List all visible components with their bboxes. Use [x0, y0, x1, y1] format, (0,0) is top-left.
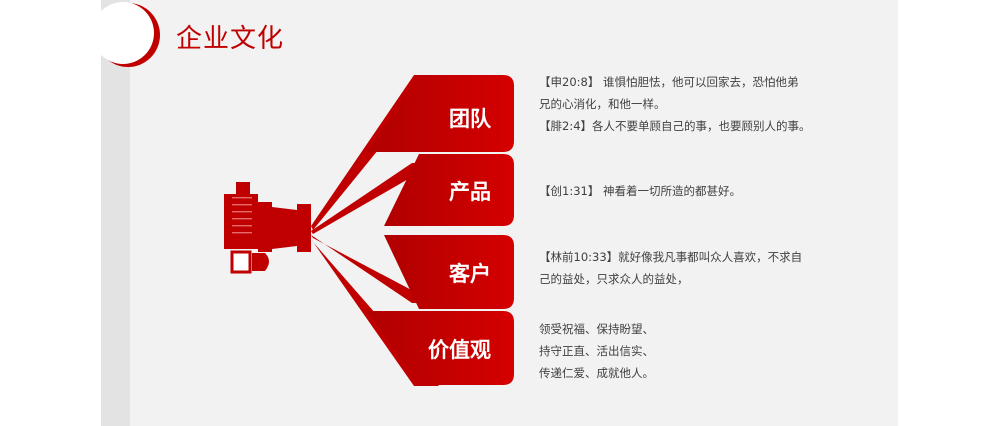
category-label-team: 团队 [449, 107, 491, 131]
description-line: 持守正直、活出信实、 [539, 344, 654, 358]
description-line: 【林前10:33】就好像我凡事都叫众人喜欢，不求自 [539, 250, 803, 264]
category-tabs [367, 75, 514, 385]
camera-projector-icon [224, 182, 311, 274]
crescent-mark-icon [101, 2, 160, 67]
description-line: 【腓2:4】各人不要单顾自己的事，也要顾别人的事。 [539, 119, 811, 133]
category-label-product: 产品 [449, 180, 491, 204]
description-values: 领受祝福、保持盼望、 持守正直、活出信实、 传递仁爱、成就他人。 [539, 318, 829, 384]
description-line: 领受祝福、保持盼望、 [539, 322, 654, 336]
description-line: 己的益处，只求众人的益处， [539, 272, 689, 286]
description-customer: 【林前10:33】就好像我凡事都叫众人喜欢，不求自 己的益处，只求众人的益处， [539, 246, 829, 290]
description-line: 兄的心消化，和他一样。 [539, 97, 666, 111]
description-line: 【申20:8】 谁惧怕胆怯，他可以回家去，恐怕他弟 [539, 75, 799, 89]
culture-diagram [224, 75, 514, 386]
description-team: 【申20:8】 谁惧怕胆怯，他可以回家去，恐怕他弟 兄的心消化，和他一样。 【腓… [539, 71, 829, 137]
page-title: 企业文化 [176, 24, 285, 54]
category-label-values: 价值观 [428, 338, 491, 362]
description-product: 【创1:31】 神看着一切所造的都甚好。 [539, 180, 829, 202]
slide: 企业文化 [101, 0, 898, 426]
description-line: 传递仁爱、成就他人。 [539, 366, 654, 380]
description-line: 【创1:31】 神看着一切所造的都甚好。 [539, 184, 741, 198]
category-label-customer: 客户 [449, 262, 491, 286]
left-strip [101, 0, 130, 426]
